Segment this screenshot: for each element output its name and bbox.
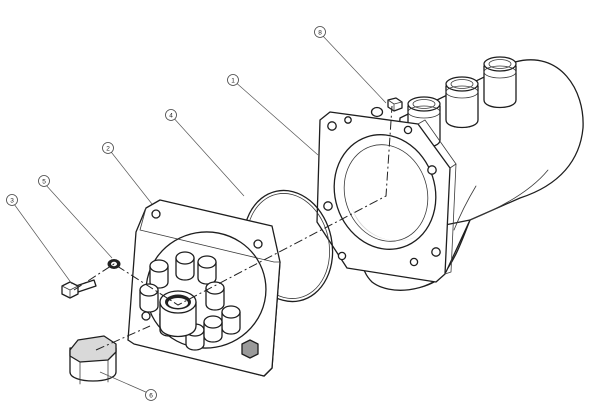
flange-bore-outer [333, 134, 437, 250]
leader-5 [44, 183, 113, 259]
flange-hole-b [409, 257, 419, 267]
terminal-post-6 [221, 305, 241, 335]
callout-1: 1 [227, 74, 239, 86]
flange-hole-bl [337, 251, 347, 261]
leader-6 [99, 371, 149, 394]
callout-3-label: 3 [10, 197, 14, 204]
callout-2-label: 2 [106, 145, 110, 152]
callout-4-label: 4 [169, 112, 173, 119]
callout-8-label: 8 [318, 29, 322, 36]
plate-corner-nut [241, 339, 259, 359]
terminal-post-4 [139, 283, 159, 313]
flange-hole-tr [403, 125, 413, 135]
part-6-plug [69, 335, 117, 385]
part-8-nut-washer [370, 97, 403, 118]
central-port [159, 290, 197, 338]
callout-8: 8 [314, 26, 326, 38]
terminal-post-1 [149, 259, 169, 289]
bolt-shank [75, 279, 97, 293]
leader-4 [170, 114, 245, 197]
plate-hole-tl [151, 209, 161, 219]
callout-3: 3 [6, 194, 18, 206]
washer-8 [370, 106, 384, 118]
plate-top-edge [139, 207, 281, 263]
housing-shade-line [469, 169, 549, 221]
callout-5: 5 [38, 175, 50, 187]
callout-4: 4 [165, 109, 177, 121]
leader-8 [321, 34, 387, 104]
plug-hex-top [69, 335, 117, 363]
callout-6-label: 6 [149, 392, 153, 399]
leader-1 [232, 79, 319, 156]
part-2-cover-plate [127, 199, 281, 377]
terminal-post-3 [197, 255, 217, 285]
callout-leaders [13, 34, 387, 394]
flange-bore-inner [343, 144, 429, 242]
callout-1-label: 1 [231, 77, 235, 84]
leader-2 [107, 147, 153, 205]
flange-hole-tl [327, 121, 337, 131]
plate-hole-tr [253, 239, 263, 249]
nut-8 [387, 97, 403, 112]
callout-6: 6 [145, 389, 157, 401]
flange-thickness [417, 119, 457, 169]
part-1-manifold-housing [316, 56, 584, 291]
terminal-post-9 [203, 315, 223, 343]
plug-centerline [95, 325, 151, 351]
terminal-post-5 [205, 281, 225, 311]
plate-hole-bl [141, 311, 151, 321]
plug-hex-facets [79, 359, 109, 385]
flange-hole-r [427, 165, 437, 175]
flange-thickness-side [444, 163, 457, 275]
flange-hole-l [323, 201, 333, 211]
leader-3 [13, 203, 73, 285]
terminal-post-2 [175, 251, 195, 281]
pipe-stub-2 [445, 76, 479, 129]
callout-5-label: 5 [42, 178, 46, 185]
flange-hole-t [344, 116, 352, 124]
housing-edge-line [453, 185, 477, 231]
flange-hole-br [431, 247, 441, 257]
pipe-stub-3 [483, 56, 517, 109]
part-3-bolt [61, 279, 97, 299]
assembly-centerline [73, 105, 393, 306]
callout-2: 2 [102, 142, 114, 154]
